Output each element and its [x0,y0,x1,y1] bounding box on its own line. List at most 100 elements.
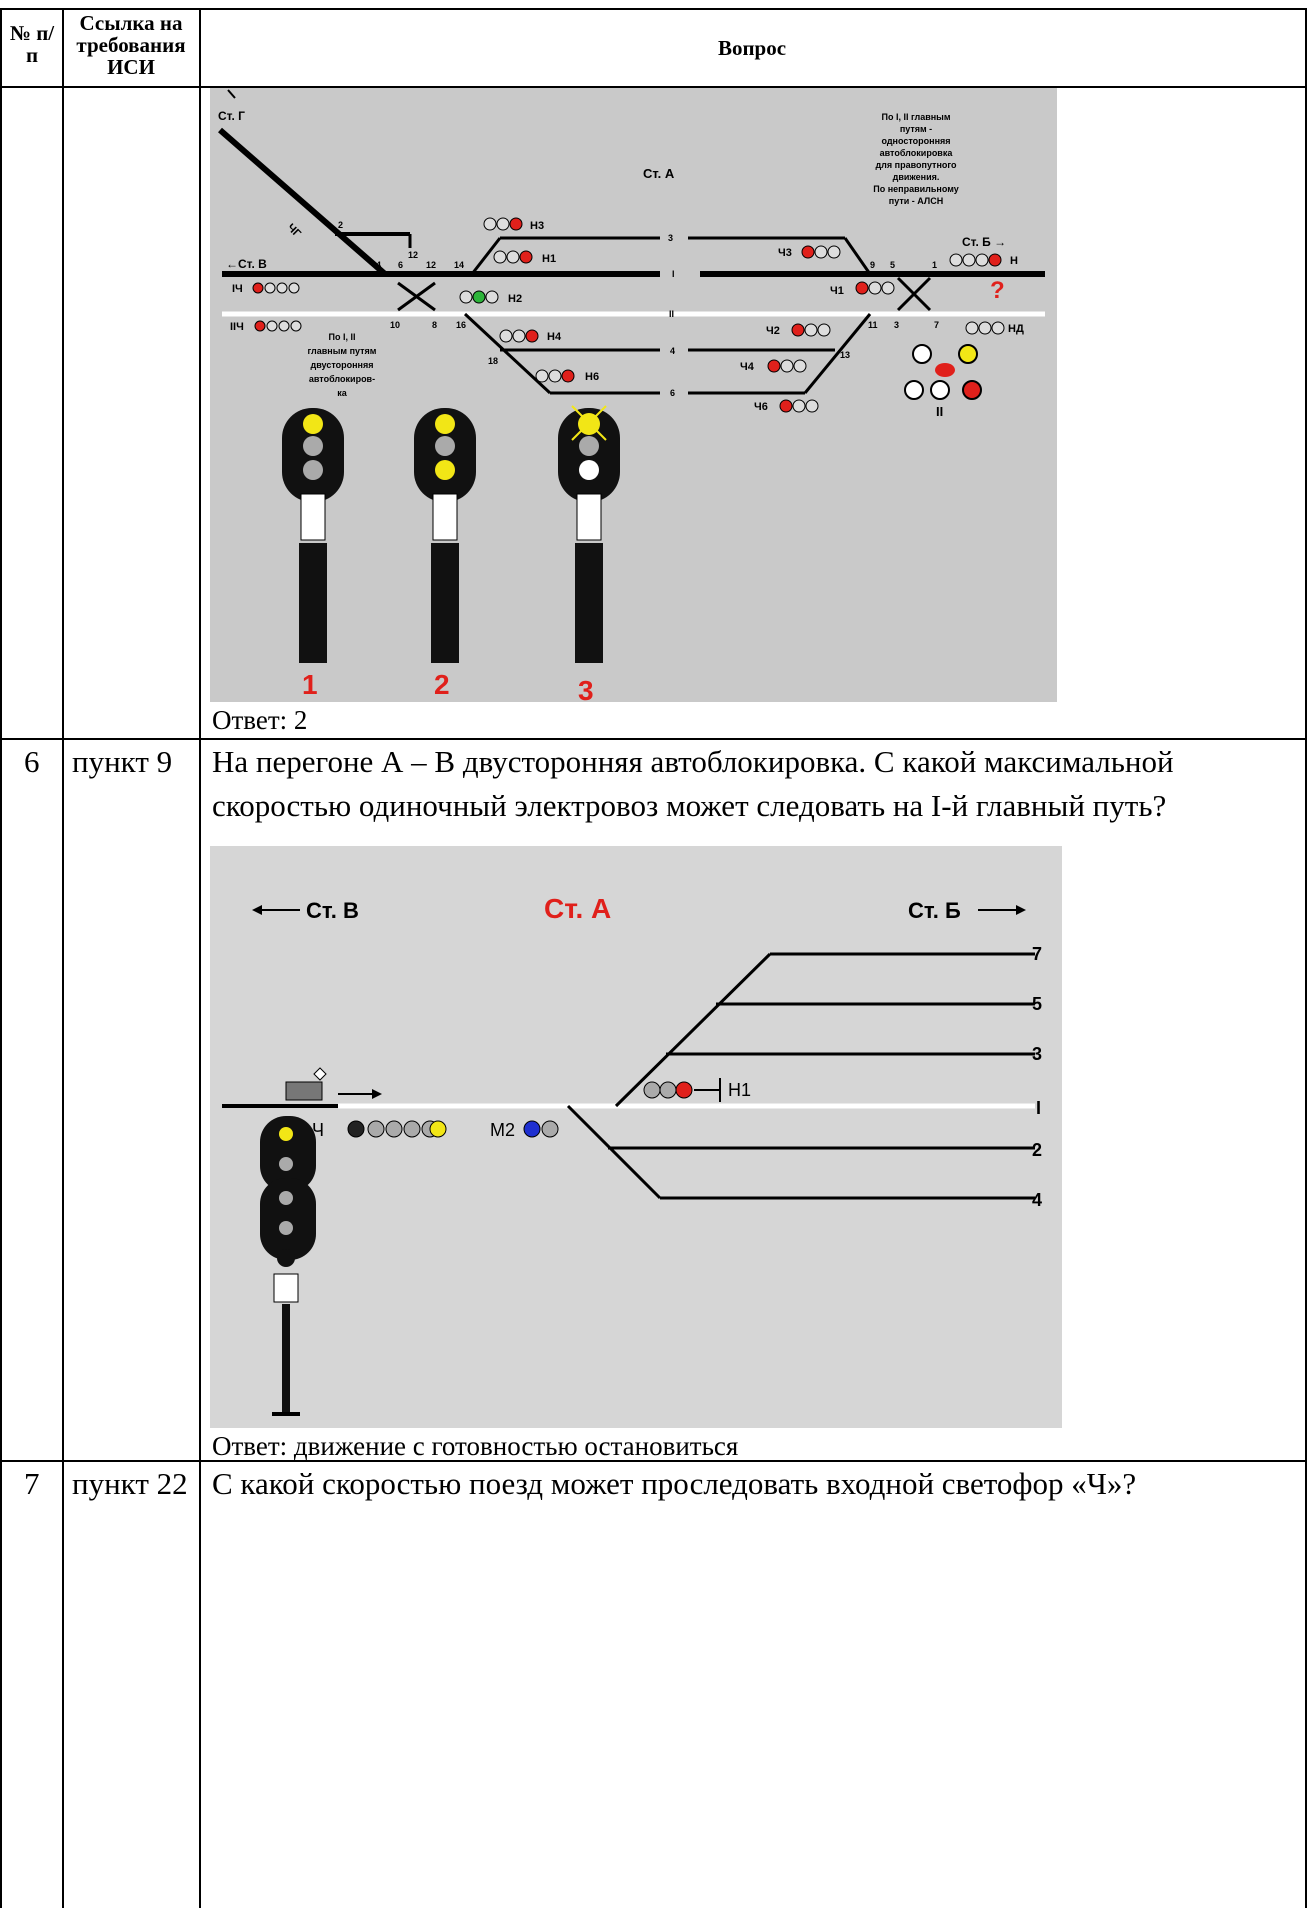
svg-text:3: 3 [894,320,899,330]
signal-h2: Н2 [508,293,522,305]
svg-text:1: 1 [932,260,937,270]
svg-text:8: 8 [432,320,437,330]
header-question: Вопрос [717,36,787,60]
table-border-right [1305,10,1307,1908]
option-label-1: 1 [302,669,318,700]
svg-text:9: 9 [870,260,875,270]
station-diagram-2-svg: Ст. В Ст. А Ст. Б 7 5 3 I 2 4 [222,893,1042,1416]
ch-signal-mast [260,1116,316,1416]
row7-num: 7 [24,1466,40,1501]
row6-num: 6 [24,744,40,779]
row5-answer: Ответ: 2 [212,705,308,735]
option-1-signal [282,408,344,663]
svg-text:18: 18 [488,356,498,366]
label-st-g: Ст. Г [218,109,245,123]
svg-text:6: 6 [670,388,675,398]
svg-text:3: 3 [668,233,673,243]
row7-question: С какой скоростью поезд может проследова… [212,1466,1137,1501]
track-labels: 3 I II 4 6 [668,233,675,398]
option-3-signal [558,405,620,663]
table-border-left [0,10,2,1908]
switch-labels: 2 12 4 6 12 14 10 8 16 18 9 5 1 11 3 7 1… [338,220,939,366]
station-diagram-2: Ст. В Ст. А Ст. Б 7 5 3 I 2 4 [210,846,1062,1428]
svg-text:По I, II: По I, II [329,332,356,342]
row-divider-6-7 [0,1460,1307,1462]
station-diagram-1: Ст. Г Ст. А Ст. Б → ←Ст. В По I, II глав… [210,88,1057,702]
svg-text:для правопутного: для правопутного [875,160,957,170]
svg-text:односторонняя: односторонняя [881,136,950,146]
svg-text:5: 5 [1032,994,1042,1014]
svg-text:По неправильному: По неправильному [873,184,959,194]
indicator-lights: II [904,344,982,419]
svg-text:4: 4 [1032,1190,1042,1210]
signal-ch2: Ч2 [766,325,780,337]
signal-h1-label: Н1 [728,1080,751,1100]
signal-2ch: IIЧ [230,321,244,333]
svg-text:14: 14 [454,260,464,270]
header-divider [0,86,1307,88]
signal-h6: Н6 [585,371,599,383]
svg-text:5: 5 [890,260,895,270]
svg-text:II: II [936,404,943,419]
label-st-v: ←Ст. В [226,257,267,271]
svg-text:12: 12 [426,260,436,270]
svg-text:12: 12 [408,250,418,260]
svg-text:4: 4 [670,346,675,356]
svg-text:7: 7 [1032,944,1042,964]
svg-text:главным путям: главным путям [308,346,377,356]
label-st-v-2: Ст. В [306,898,359,923]
label-st-a-2: Ст. А [544,893,611,924]
svg-text:пути - АЛСН: пути - АЛСН [889,196,943,206]
row6-answer: Ответ: движение с готовностью остановить… [212,1431,739,1461]
row6-question: На перегоне А – В двусторонняя автоблоки… [212,744,1174,823]
svg-text:2: 2 [1032,1140,1042,1160]
station-diagram-1-svg: Ст. Г Ст. А Ст. Б → ←Ст. В По I, II глав… [218,89,1045,702]
signal-1ch: IЧ [232,283,243,295]
row-divider-5-6 [0,738,1307,740]
signal-ch3: Ч3 [778,247,792,259]
note-left: По I, II главным путям двусторонняя авто… [308,332,377,398]
row7-ref: пункт 22 [72,1466,188,1501]
label-st-b: Ст. Б → [962,235,1006,249]
signal-hd: НД [1008,323,1024,335]
signal-m2-label: М2 [490,1120,515,1140]
signal-ch4: Ч4 [740,361,755,373]
svg-text:7: 7 [934,320,939,330]
note-right: По I, II главным путям - односторонняя а… [873,112,959,206]
svg-text:II: II [669,309,674,319]
signal-h1: Н1 [542,253,556,265]
signal-heads: IЧ IIЧ Н3 Н1 Н2 Н4 Н6 Ч3 Ч1 Ч2 Ч4 [230,217,1024,413]
signal-h3: Н3 [530,220,544,232]
svg-text:I: I [1036,1098,1041,1118]
column-divider-1 [62,10,64,1908]
header-ref: Ссылка на требования ИСИ [76,11,186,79]
row6-ref: пункт 9 [72,744,173,779]
svg-text:2: 2 [338,220,343,230]
signal-h: Н [1010,255,1018,267]
option-label-2: 2 [434,669,450,700]
table-border-top [0,8,1307,10]
signal-h4: Н4 [547,331,562,343]
svg-text:13: 13 [840,350,850,360]
svg-text:3: 3 [1032,1044,1042,1064]
option-2-signal [414,408,476,663]
label-st-a: Ст. А [643,166,675,181]
svg-text:10: 10 [390,320,400,330]
svg-text:автоблокировка: автоблокировка [880,148,954,158]
svg-text:движения.: движения. [893,172,940,182]
question-mark: ? [990,277,1005,304]
svg-text:6: 6 [398,260,403,270]
option-label-3: 3 [578,675,594,702]
svg-text:4: 4 [376,260,381,270]
track-labels-2: 7 5 3 I 2 4 [1032,944,1042,1210]
signal-chg: ЧГ [285,222,304,241]
svg-text:16: 16 [456,320,466,330]
signal-ch1: Ч1 [830,285,844,297]
svg-text:двусторонняя: двусторонняя [311,360,374,370]
svg-text:путям -: путям - [900,124,932,134]
header-num: № п/п [9,21,55,67]
signal-ch-heads [347,1120,447,1138]
svg-text:I: I [672,269,675,279]
svg-text:11: 11 [868,320,878,330]
